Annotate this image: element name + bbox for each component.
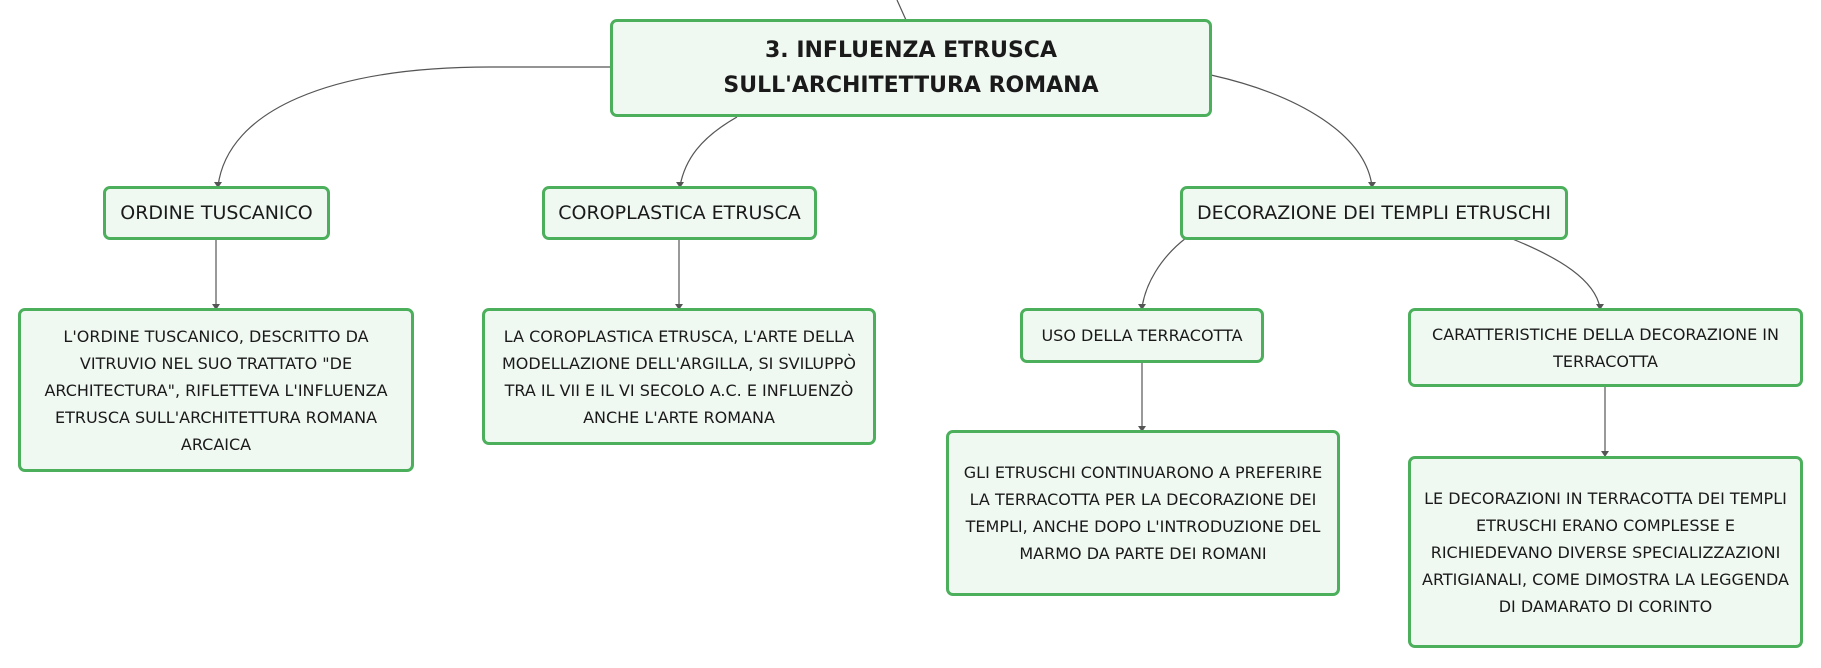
subtopic-uso-terracotta-label: USO DELLA TERRACOTTA: [1041, 326, 1243, 345]
subtopic-caratteristiche-decorazione[interactable]: CARATTERISTICHE DELLA DECORAZIONE IN TER…: [1408, 308, 1803, 387]
arrowhead-coroplastica: [676, 182, 684, 188]
subtopic-coroplastica-desc-label: LA COROPLASTICA ETRUSCA, L'ARTE DELLA MO…: [501, 326, 857, 427]
connector-root-to-ordine-tuscanico: [217, 66, 611, 187]
arrowhead-uso-desc: [1138, 426, 1146, 432]
subtopic-ordine-tuscanico-desc[interactable]: L'ORDINE TUSCANICO, DESCRITTO DA VITRUVI…: [18, 308, 414, 472]
connector-root-to-coroplastica: [679, 116, 738, 187]
topic-ordine-tuscanico[interactable]: ORDINE TUSCANICO: [103, 186, 330, 240]
connector-root-to-decorazione: [1210, 74, 1373, 187]
subtopic-coroplastica-desc[interactable]: LA COROPLASTICA ETRUSCA, L'ARTE DELLA MO…: [482, 308, 876, 445]
detail-uso-terracotta-desc-label: GLI ETRUSCHI CONTINUARONO A PREFERIRE LA…: [963, 463, 1323, 563]
connector-parent-to-root: [896, 0, 907, 21]
arrowhead-ordine-tuscanico: [214, 182, 222, 188]
root-topic-label: 3. INFLUENZA ETRUSCA SULL'ARCHITETTURA R…: [723, 38, 1099, 98]
detail-uso-terracotta-desc[interactable]: GLI ETRUSCHI CONTINUARONO A PREFERIRE LA…: [946, 430, 1340, 596]
arrowhead-decorazione: [1368, 182, 1376, 188]
topic-decorazione-templi-label: DECORAZIONE DEI TEMPLI ETRUSCHI: [1196, 202, 1552, 224]
arrowhead-caratteristiche-desc: [1601, 451, 1609, 457]
arrowhead-uso: [1138, 304, 1146, 310]
subtopic-uso-terracotta[interactable]: USO DELLA TERRACOTTA: [1020, 308, 1264, 363]
subtopic-ordine-tuscanico-desc-label: L'ORDINE TUSCANICO, DESCRITTO DA VITRUVI…: [44, 326, 388, 454]
detail-caratteristiche-desc[interactable]: LE DECORAZIONI IN TERRACOTTA DEI TEMPLI …: [1408, 456, 1803, 648]
arrowhead-ordine-desc: [212, 304, 220, 310]
subtopic-caratteristiche-decorazione-label: CARATTERISTICHE DELLA DECORAZIONE IN TER…: [1432, 324, 1779, 371]
arrowhead-caratteristiche: [1596, 304, 1604, 310]
arrowhead-coroplastica-desc: [675, 304, 683, 310]
root-topic[interactable]: 3. INFLUENZA ETRUSCA SULL'ARCHITETTURA R…: [610, 19, 1212, 117]
topic-coroplastica-etrusca[interactable]: COROPLASTICA ETRUSCA: [542, 186, 817, 240]
topic-ordine-tuscanico-label: ORDINE TUSCANICO: [120, 202, 313, 224]
detail-caratteristiche-desc-label: LE DECORAZIONI IN TERRACOTTA DEI TEMPLI …: [1422, 488, 1789, 616]
topic-coroplastica-etrusca-label: COROPLASTICA ETRUSCA: [558, 202, 801, 224]
topic-decorazione-templi[interactable]: DECORAZIONE DEI TEMPLI ETRUSCHI: [1180, 186, 1568, 240]
connector-decorazione-to-uso: [1141, 237, 1187, 309]
connector-decorazione-to-caratteristiche: [1509, 237, 1601, 309]
